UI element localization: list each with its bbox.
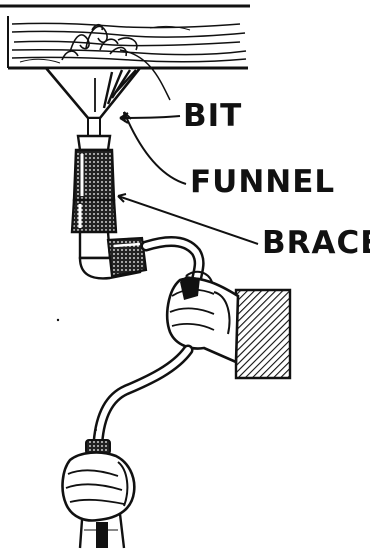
- brace-leader: [118, 194, 258, 244]
- ceiling-board: [0, 6, 250, 68]
- funnel: [46, 68, 140, 136]
- specks: [57, 319, 97, 431]
- upper-hand: [167, 272, 290, 378]
- lower-hand: [63, 453, 135, 548]
- brace-label: BRACE: [262, 228, 370, 259]
- funnel-label: FUNNEL: [190, 167, 335, 198]
- bit-label: BIT: [183, 101, 242, 132]
- brace-lower-arm: [98, 350, 188, 442]
- funnel-leader: [124, 112, 186, 184]
- brace-crank: [146, 241, 199, 282]
